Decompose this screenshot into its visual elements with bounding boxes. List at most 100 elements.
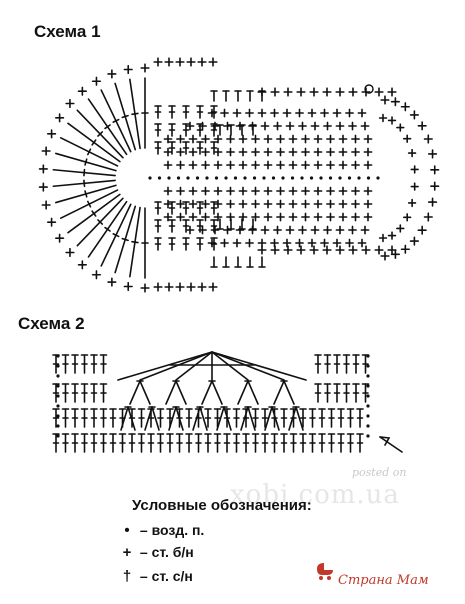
double-crochet-symbol: [182, 123, 190, 137]
single-crochet-symbol: [430, 181, 440, 191]
single-crochet-symbol: [409, 110, 419, 120]
single-crochet-symbol: [91, 270, 102, 280]
single-crochet-symbol: [309, 245, 319, 255]
single-crochet-symbol: [307, 108, 317, 118]
single-crochet-symbol: [390, 249, 400, 259]
double-crochet-symbol: [210, 141, 218, 155]
double-crochet-symbol: [342, 354, 351, 374]
radiating-stitch: [59, 137, 119, 167]
stroke: [273, 380, 285, 405]
stitch-t-symbol: [238, 218, 246, 230]
single-crochet-symbol: [363, 186, 373, 196]
single-crochet-symbol: [226, 186, 235, 196]
radiating-stitch: [114, 82, 137, 151]
single-crochet-symbol: [409, 236, 419, 246]
single-crochet-symbol: [163, 199, 173, 209]
single-crochet-symbol: [46, 217, 57, 227]
double-crochet-symbol: [168, 141, 176, 155]
double-crochet-symbol: [196, 123, 204, 137]
double-crochet-symbol: [118, 433, 127, 453]
single-crochet-symbol: [41, 200, 51, 210]
single-crochet-symbol: [351, 186, 360, 196]
stroke: [83, 168, 86, 177]
single-crochet-symbol: [238, 199, 248, 209]
double-crochet-symbol: [71, 383, 79, 403]
single-crochet-symbol: [232, 238, 242, 248]
decrease-group: [240, 406, 256, 431]
single-crochet-symbol: [123, 64, 133, 75]
stitch-t-symbol: [234, 90, 242, 102]
double-crochet-symbol: [154, 105, 162, 119]
watermark-site: xobi.com.ua: [230, 480, 400, 510]
stroke: [91, 139, 97, 146]
double-crochet-symbol: [109, 408, 117, 428]
converge-line: [139, 351, 213, 381]
stroke: [223, 406, 232, 431]
chain-stitch-dot: [366, 424, 370, 428]
single-crochet-symbol: [285, 225, 295, 235]
chain-stitch-dot: [347, 176, 352, 180]
single-crochet-symbol: [65, 247, 75, 258]
stroke: [127, 406, 136, 431]
stitch-t-symbol: [216, 218, 224, 230]
single-crochet-symbol: [213, 147, 223, 157]
chain-stitch-dot: [328, 176, 333, 180]
radiating-stitch: [52, 168, 116, 177]
single-crochet-symbol: [220, 238, 229, 248]
stroke: [139, 380, 151, 405]
stroke: [97, 219, 104, 225]
single-crochet-symbol: [201, 186, 210, 196]
single-crochet-symbol: [360, 121, 370, 131]
stroke: [247, 380, 259, 405]
double-crochet-symbol: [270, 433, 279, 453]
single-crochet-symbol: [188, 199, 198, 209]
stroke: [91, 210, 97, 217]
single-crochet-symbol: [326, 212, 335, 222]
single-crochet-symbol: [427, 149, 438, 159]
radiating-stitch: [87, 98, 128, 156]
single-crochet-symbol: [335, 121, 345, 131]
chain-stitch-dot: [309, 176, 314, 180]
single-crochet-symbol: [430, 165, 440, 175]
double-crochet-symbol: [182, 237, 190, 251]
legend-item-double-crochet: † – ст. с/н: [118, 568, 193, 585]
double-crochet-symbol: [204, 408, 212, 428]
decrease-group: [192, 406, 208, 431]
single-crochet-symbol: [201, 160, 210, 170]
double-crochet-symbol: [168, 237, 176, 251]
single-crochet-symbol: [176, 212, 185, 222]
double-crochet-symbol: [196, 201, 204, 215]
single-crochet-symbol: [186, 57, 196, 67]
decrease-group: [120, 406, 136, 431]
double-crochet-symbol: [175, 433, 184, 453]
stroke: [112, 118, 120, 123]
scheme1-title: Схема 1: [34, 22, 101, 41]
double-crochet-symbol: [318, 433, 326, 453]
stroke: [175, 380, 187, 405]
stroke: [288, 406, 297, 431]
single-crochet-symbol: [213, 186, 223, 196]
single-crochet-symbol: [220, 108, 229, 118]
legend-item-single-crochet: + – ст. б/н: [118, 544, 194, 561]
double-crochet-symbol: [61, 383, 70, 403]
decrease-group: [144, 406, 160, 431]
single-crochet-symbol: [288, 134, 298, 144]
double-crochet-symbol: [337, 433, 345, 453]
chain-stitch-dot: [205, 176, 209, 180]
single-crochet-symbol: [313, 212, 323, 222]
stroke: [87, 148, 92, 156]
single-crochet-symbol: [164, 282, 174, 292]
single-crochet-symbol: [163, 147, 173, 157]
single-crochet-symbol: [245, 238, 254, 248]
ring-marker: [364, 84, 374, 94]
chain-stitch-dot: [366, 176, 371, 180]
stroke: [120, 406, 129, 431]
double-crochet-symbol: [299, 408, 307, 428]
double-crochet-symbol: [213, 433, 222, 453]
single-crochet-symbol: [351, 212, 360, 222]
chain-stitch-dot: [262, 176, 266, 180]
single-crochet-symbol: [378, 113, 388, 123]
single-crochet-symbol: [313, 147, 323, 157]
single-crochet-symbol: [226, 147, 235, 157]
double-crochet-symbol: [194, 433, 203, 453]
